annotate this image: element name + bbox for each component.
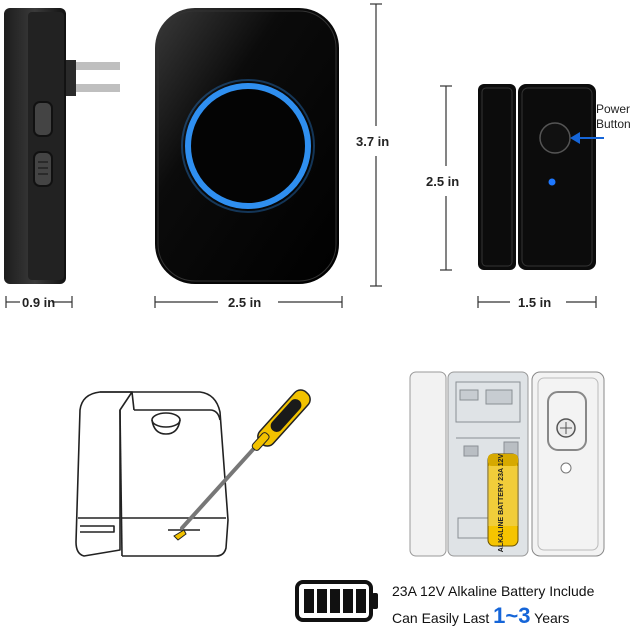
power-button-arrow-icon — [570, 132, 604, 144]
bell-width-label: 2.5 in — [228, 295, 262, 310]
battery-life-prefix: Can Easily Last — [392, 610, 490, 626]
power-button-callout: Power Button — [596, 102, 631, 132]
sensor-width-label: 1.5 in — [518, 295, 552, 310]
callout-line-1: Power — [596, 102, 631, 116]
screwdriver-icon — [173, 389, 311, 541]
battery-life-suffix: Years — [534, 610, 570, 626]
opened-sensor-with-battery: ALKALINE BATTERY 23A 12V — [409, 371, 605, 557]
product-dimension-drawing — [4, 3, 604, 308]
door-sensor-front-view — [478, 84, 596, 270]
sensor-height-label: 2.5 in — [426, 174, 460, 189]
dimension-lines — [5, 3, 597, 308]
bell-height-label: 3.7 in — [356, 134, 390, 149]
receiver-side-view — [4, 8, 120, 284]
battery-info-line-1: 23A 12V Alkaline Battery Include — [392, 583, 595, 599]
battery-full-icon — [295, 580, 378, 622]
callout-line-2: Button — [596, 117, 631, 131]
doorbell-front-view — [155, 8, 339, 284]
battery-replacement-drawing — [75, 389, 311, 557]
battery-label: ALKALINE BATTERY 23A 12V — [498, 453, 505, 552]
battery-info-line-2: Can Easily Last 1~3 Years — [392, 603, 569, 629]
battery-life-years: 1~3 — [493, 603, 531, 628]
receiver-depth-label: 0.9 in — [22, 295, 56, 310]
battery-23a: ALKALINE BATTERY 23A 12V — [487, 453, 519, 552]
